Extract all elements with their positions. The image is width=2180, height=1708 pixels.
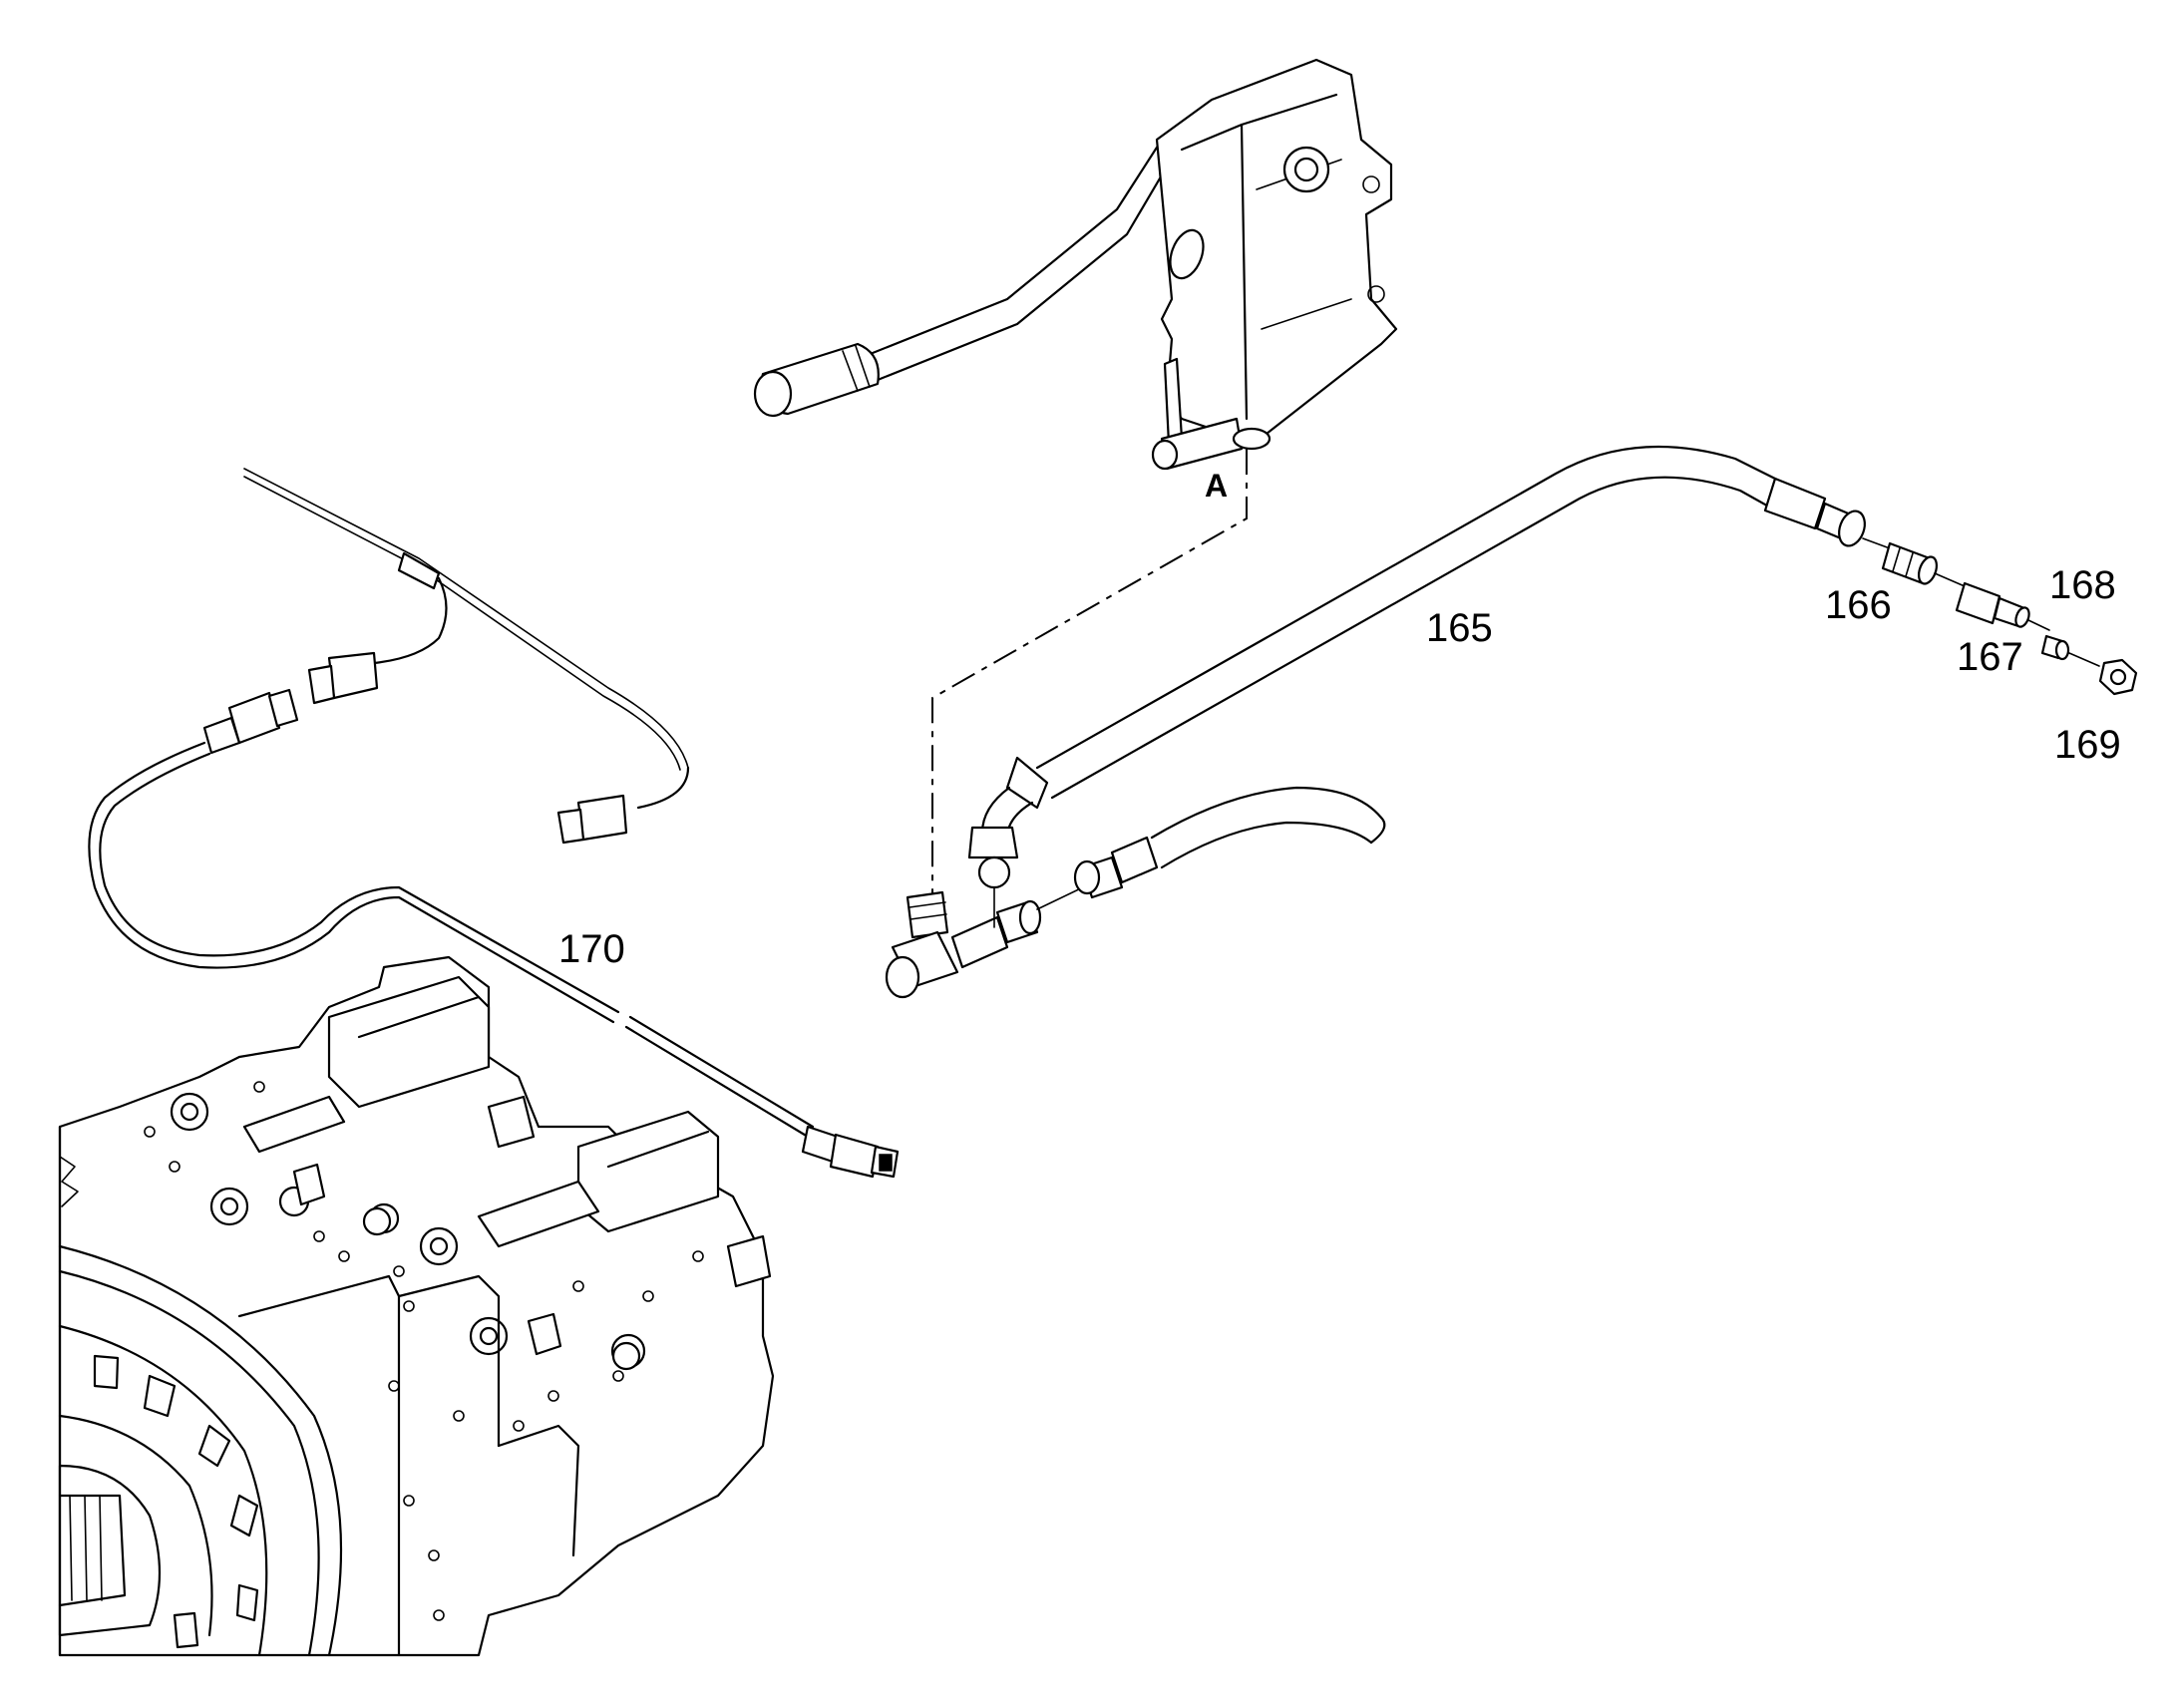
callout-169: 169	[2054, 723, 2121, 767]
callout-165: 165	[1426, 606, 1493, 650]
callout-168: 168	[2049, 563, 2116, 607]
callout-167: 167	[1957, 635, 2023, 679]
transmission-housing	[58, 955, 775, 1657]
callout-170: 170	[558, 927, 625, 971]
fitting-169-nut	[2098, 658, 2138, 696]
fitting-166-adapter	[1862, 537, 1966, 587]
control-valve-lever-assembly	[753, 58, 1398, 471]
leader-line-port-a	[931, 449, 1248, 897]
return-hose	[1073, 786, 1386, 899]
hose-165	[967, 445, 1866, 889]
wire-harness-170	[88, 468, 900, 1179]
view-ref-a-label: A	[1205, 468, 1228, 504]
fitting-167-connector	[1955, 581, 2050, 631]
callout-166: 166	[1825, 583, 1892, 627]
tee-fitting-assembly	[885, 884, 1088, 999]
fitting-168-sleeve	[2040, 634, 2100, 667]
